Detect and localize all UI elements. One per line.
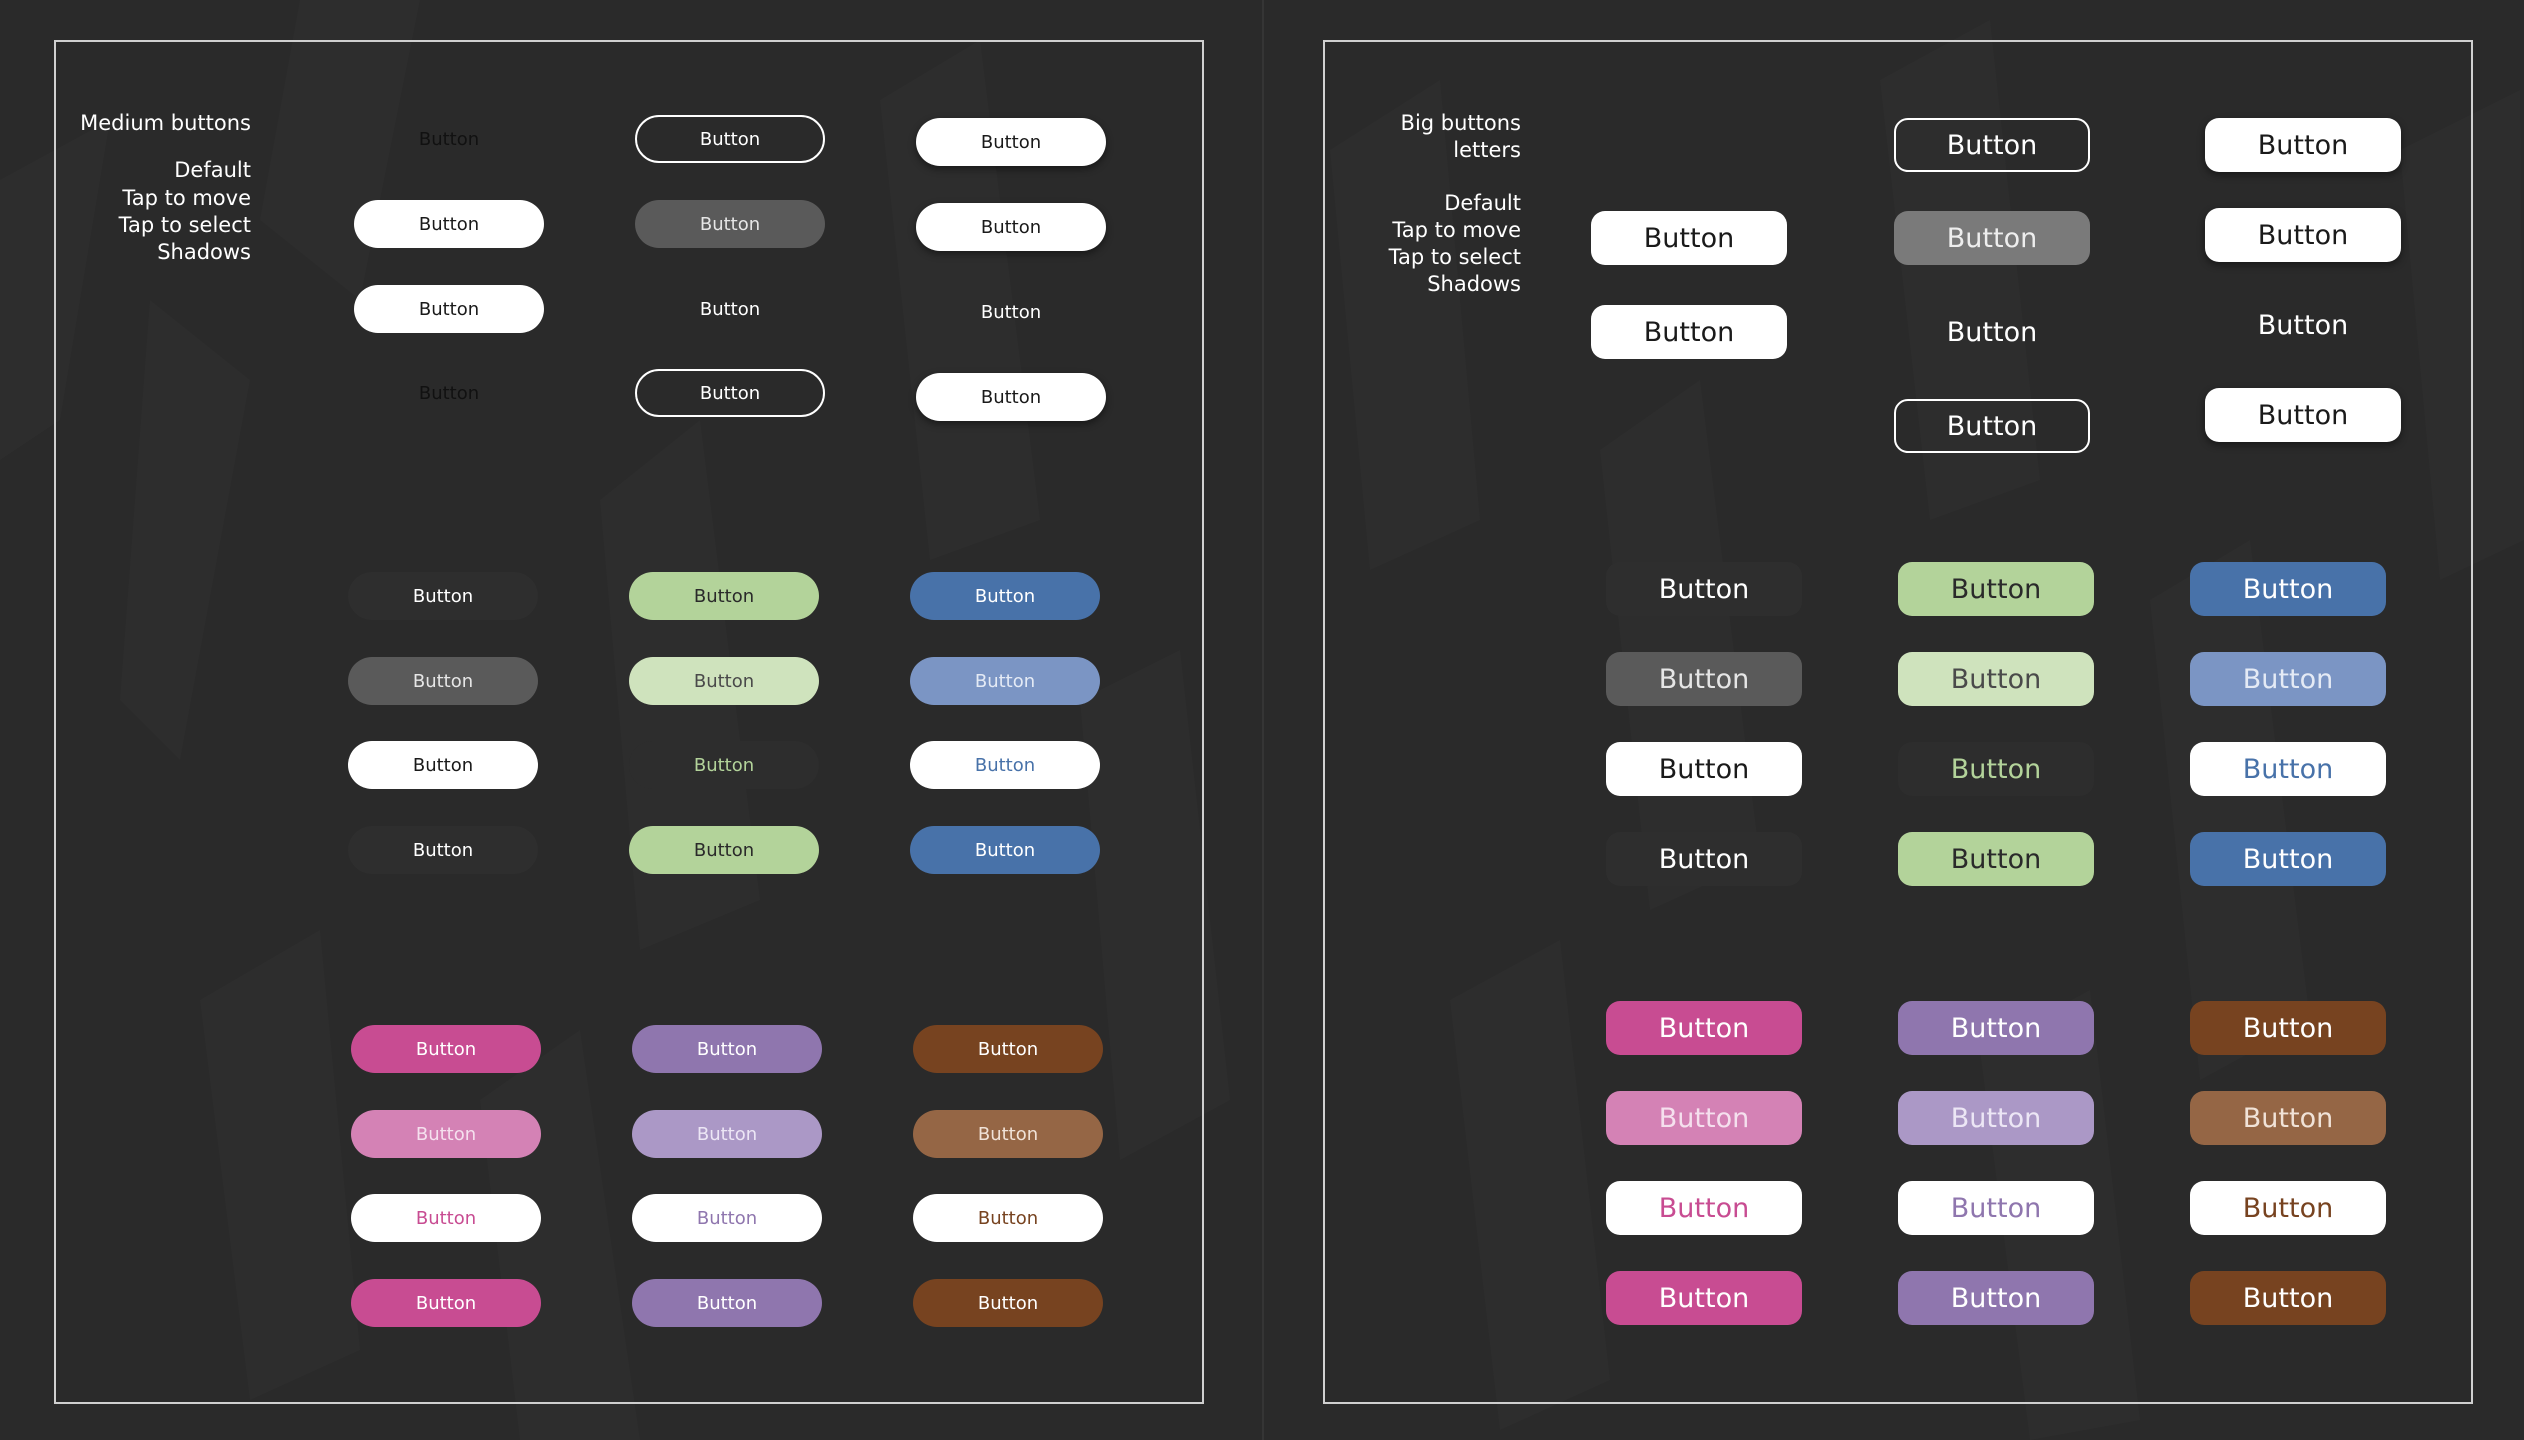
state-label-shadows: Shadows bbox=[1427, 272, 1521, 297]
big-buttons-title-letters: letters bbox=[1453, 138, 1521, 163]
medium-white-tap-move-button[interactable]: Button bbox=[916, 203, 1106, 251]
big-dark-tap-move-button[interactable]: Button bbox=[1606, 652, 1802, 706]
medium-neutral-shadow-button[interactable]: Button bbox=[418, 382, 480, 404]
medium-brown-default-button[interactable]: Button bbox=[913, 1025, 1103, 1073]
state-label-tap-to-move: Tap to move bbox=[122, 185, 251, 210]
big-purple-shadow-button[interactable]: Button bbox=[1898, 1271, 2094, 1325]
medium-neutral-tap-select-button[interactable]: Button bbox=[354, 285, 544, 333]
medium-neutral-tap-move-button[interactable]: Button bbox=[354, 200, 544, 248]
medium-buttons-panel bbox=[54, 40, 1204, 1404]
medium-white-tap-select-button[interactable]: Button bbox=[980, 301, 1042, 323]
big-pink-tap-move-button[interactable]: Button bbox=[1606, 1091, 1802, 1145]
big-white-tap-select-button[interactable]: Button bbox=[2257, 309, 2349, 341]
medium-pink-tap-move-button[interactable]: Button bbox=[351, 1110, 541, 1158]
state-label-tap-to-move: Tap to move bbox=[1392, 217, 1521, 242]
big-white-default-button[interactable]: Button bbox=[2205, 118, 2401, 172]
big-green-tap-select-button[interactable]: Button bbox=[1898, 742, 2094, 796]
medium-outline-tap-select-button[interactable]: Button bbox=[699, 298, 761, 320]
big-blue-shadow-button[interactable]: Button bbox=[2190, 832, 2386, 886]
big-green-shadow-button[interactable]: Button bbox=[1898, 832, 2094, 886]
medium-dark-tap-select-button[interactable]: Button bbox=[348, 741, 538, 789]
medium-dark-default-button[interactable]: Button bbox=[348, 572, 538, 620]
medium-white-shadow-button[interactable]: Button bbox=[916, 373, 1106, 421]
big-buttons-panel bbox=[1323, 40, 2473, 1404]
medium-green-default-button[interactable]: Button bbox=[629, 572, 819, 620]
medium-brown-shadow-button[interactable]: Button bbox=[913, 1279, 1103, 1327]
medium-outline-tap-move-button[interactable]: Button bbox=[635, 200, 825, 248]
big-dark-default-button[interactable]: Button bbox=[1606, 562, 1802, 616]
medium-outline-default-button[interactable]: Button bbox=[635, 115, 825, 163]
medium-pink-tap-select-button[interactable]: Button bbox=[351, 1194, 541, 1242]
medium-brown-tap-select-button[interactable]: Button bbox=[913, 1194, 1103, 1242]
big-pink-tap-select-button[interactable]: Button bbox=[1606, 1181, 1802, 1235]
big-neutral-tap-select-button[interactable]: Button bbox=[1591, 305, 1787, 359]
big-green-default-button[interactable]: Button bbox=[1898, 562, 2094, 616]
big-purple-default-button[interactable]: Button bbox=[1898, 1001, 2094, 1055]
medium-purple-default-button[interactable]: Button bbox=[632, 1025, 822, 1073]
medium-blue-default-button[interactable]: Button bbox=[910, 572, 1100, 620]
medium-purple-tap-move-button[interactable]: Button bbox=[632, 1110, 822, 1158]
big-outline-tap-select-button[interactable]: Button bbox=[1946, 316, 2038, 348]
medium-green-shadow-button[interactable]: Button bbox=[629, 826, 819, 874]
big-outline-shadow-button[interactable]: Button bbox=[1894, 399, 2090, 453]
big-buttons-title: Big buttons bbox=[1400, 111, 1521, 135]
medium-dark-tap-move-button[interactable]: Button bbox=[348, 657, 538, 705]
state-label-tap-to-select: Tap to select bbox=[1388, 245, 1521, 270]
big-blue-default-button[interactable]: Button bbox=[2190, 562, 2386, 616]
state-label-default: Default bbox=[174, 158, 251, 183]
big-blue-tap-move-button[interactable]: Button bbox=[2190, 652, 2386, 706]
medium-pink-shadow-button[interactable]: Button bbox=[351, 1279, 541, 1327]
big-buttons-labels: Big buttons letters Default Tap to move … bbox=[1330, 110, 1521, 299]
state-label-tap-to-select: Tap to select bbox=[118, 212, 251, 237]
big-pink-shadow-button[interactable]: Button bbox=[1606, 1271, 1802, 1325]
medium-blue-tap-move-button[interactable]: Button bbox=[910, 657, 1100, 705]
big-purple-tap-select-button[interactable]: Button bbox=[1898, 1181, 2094, 1235]
medium-white-default-button[interactable]: Button bbox=[916, 118, 1106, 166]
medium-buttons-title: Medium buttons bbox=[80, 111, 251, 135]
medium-blue-tap-select-button[interactable]: Button bbox=[910, 741, 1100, 789]
big-blue-tap-select-button[interactable]: Button bbox=[2190, 742, 2386, 796]
big-green-tap-move-button[interactable]: Button bbox=[1898, 652, 2094, 706]
big-brown-tap-select-button[interactable]: Button bbox=[2190, 1181, 2386, 1235]
medium-blue-shadow-button[interactable]: Button bbox=[910, 826, 1100, 874]
big-neutral-tap-move-button[interactable]: Button bbox=[1591, 211, 1787, 265]
big-brown-shadow-button[interactable]: Button bbox=[2190, 1271, 2386, 1325]
medium-neutral-default-button[interactable]: Button bbox=[418, 128, 480, 150]
big-purple-tap-move-button[interactable]: Button bbox=[1898, 1091, 2094, 1145]
medium-purple-tap-select-button[interactable]: Button bbox=[632, 1194, 822, 1242]
page-divider bbox=[1262, 0, 1264, 1440]
big-pink-default-button[interactable]: Button bbox=[1606, 1001, 1802, 1055]
big-white-tap-move-button[interactable]: Button bbox=[2205, 208, 2401, 262]
big-outline-tap-move-button[interactable]: Button bbox=[1894, 211, 2090, 265]
medium-buttons-labels: Medium buttons Default Tap to move Tap t… bbox=[60, 110, 251, 266]
medium-green-tap-select-button[interactable]: Button bbox=[629, 741, 819, 789]
big-dark-tap-select-button[interactable]: Button bbox=[1606, 742, 1802, 796]
medium-outline-shadow-button[interactable]: Button bbox=[635, 369, 825, 417]
state-label-shadows: Shadows bbox=[157, 240, 251, 265]
big-dark-shadow-button[interactable]: Button bbox=[1606, 832, 1802, 886]
medium-brown-tap-move-button[interactable]: Button bbox=[913, 1110, 1103, 1158]
big-white-shadow-button[interactable]: Button bbox=[2205, 388, 2401, 442]
big-outline-default-button[interactable]: Button bbox=[1894, 118, 2090, 172]
state-label-default: Default bbox=[1444, 190, 1521, 215]
medium-pink-default-button[interactable]: Button bbox=[351, 1025, 541, 1073]
big-brown-tap-move-button[interactable]: Button bbox=[2190, 1091, 2386, 1145]
medium-green-tap-move-button[interactable]: Button bbox=[629, 657, 819, 705]
medium-purple-shadow-button[interactable]: Button bbox=[632, 1279, 822, 1327]
medium-dark-shadow-button[interactable]: Button bbox=[348, 826, 538, 874]
big-brown-default-button[interactable]: Button bbox=[2190, 1001, 2386, 1055]
